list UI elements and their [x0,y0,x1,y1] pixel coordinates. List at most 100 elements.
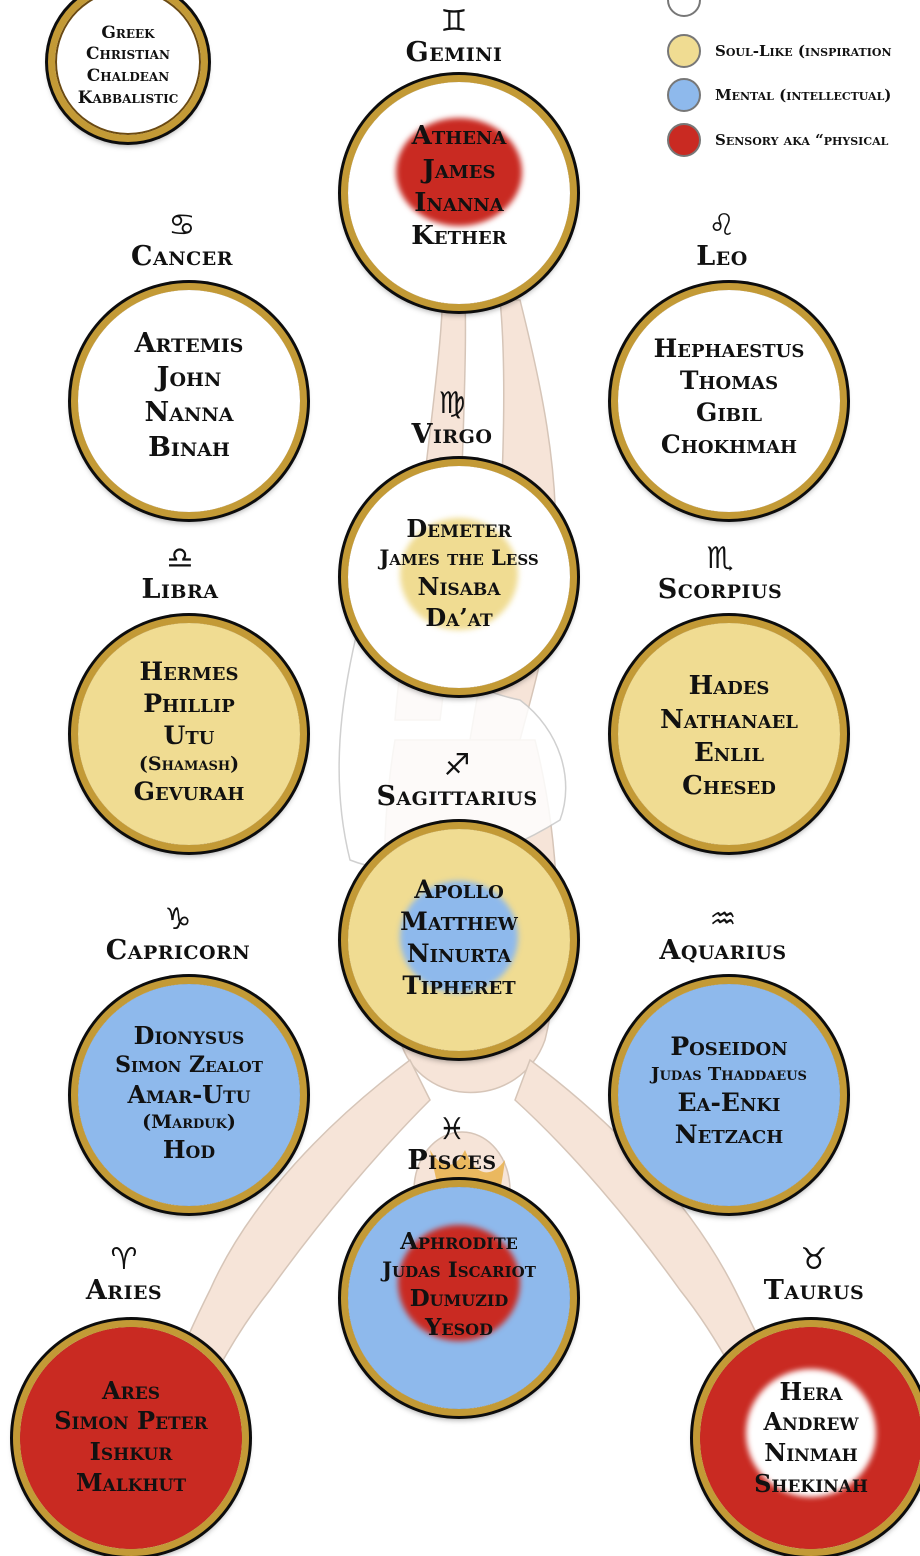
sign-label-cancer: ♋ Cancer [102,210,262,272]
legend-row-soul: Soul-Like (inspiration [667,31,892,71]
scorpius-icon: ♏ [706,541,734,576]
capricorn-icon: ♑ [164,902,192,937]
gemini-name-1: Athena [411,121,507,152]
gemini-name-2: James [422,154,496,185]
aquarius-icon: ♒ [709,902,737,937]
capricorn-name-3: Amar-Utu [127,1079,251,1109]
sign-label-taurus: ♉ Taurus [724,1244,904,1306]
legend-label-mental: Mental (intellectual) [715,86,892,104]
cancer-icon: ♋ [168,208,196,243]
sign-name-libra: Libra [141,574,219,605]
taurus-name-2: Andrew [763,1407,859,1437]
scorpius-name-4: Chesed [682,771,776,802]
leo-name-1: Hephaestus [653,334,805,363]
cancer-name-1: Artemis [134,327,244,359]
scorpius-name-3: Enlil [693,738,764,768]
legend-key-circle: Greek Christian Chaldean Kabbalistic [48,0,208,142]
leo-name-4: Chokhmah [660,430,798,459]
sign-name-aquarius: Aquarius [659,935,787,966]
disc-gemini: Athena James Inanna Kether [341,75,577,311]
virgo-name-4: Da’at [425,602,493,632]
sign-name-virgo: Virgo [411,419,493,450]
pisces-name-3: Dumuzid [409,1284,509,1312]
cancer-name-3: Nanna [144,397,234,428]
aquarius-name-3: Ea-Enki [677,1087,781,1117]
taurus-icon: ♉ [800,1242,828,1277]
aquarius-name-4: Netzach [674,1119,784,1149]
capricorn-name-1: Dionysus [133,1020,245,1050]
taurus-name-3: Ninmah [764,1438,858,1467]
aries-icon: ♈ [110,1242,138,1277]
libra-icon: ♎ [166,541,194,576]
pisces-icon: ♓ [438,1112,466,1147]
sign-name-gemini: Gemini [405,37,503,68]
aries-name-4: Malkhut [75,1467,187,1497]
sign-label-capricorn: ♑ Capricorn [68,904,288,966]
sign-name-pisces: Pisces [407,1145,497,1176]
sign-label-aquarius: ♒ Aquarius [618,904,828,966]
scorpius-name-2: Nathanael [660,704,798,735]
sign-label-gemini: ♊ Gemini [374,6,534,68]
sagittarius-name-4: Tipheret [402,971,516,1000]
legend-label-soul: Soul-Like (inspiration [715,42,892,60]
disc-pisces: Aphrodite Judas Iscariot Dumuzid Yesod [341,1180,577,1416]
libra-name-4: (Shamash) [138,752,240,775]
disc-taurus: Hera Andrew Ninmah Shekinah [693,1320,920,1556]
sign-name-taurus: Taurus [763,1275,865,1306]
disc-gemini-core [396,118,522,226]
virgo-name-2: James the Less [379,545,539,571]
capricorn-name-4: (Marduk) [142,1111,236,1134]
disc-scorpius: Hades Nathanael Enlil Chesed [611,616,847,852]
disc-aries: Ares Simon Peter Ishkur Malkhut [13,1320,249,1556]
aquarius-name-2: Judas Thaddaeus [651,1064,807,1086]
taurus-name-1: Hera [779,1376,843,1406]
legend-swatch-soul [667,34,701,68]
disc-pisces-core [398,1225,520,1341]
virgo-name-3: Nisaba [417,572,501,602]
capricorn-name-5: Hod [162,1134,216,1164]
disc-taurus-core [746,1369,876,1497]
aries-name-1: Ares [102,1375,160,1405]
pisces-name-2: Judas Iscariot [382,1256,536,1282]
key-line-christian: Christian [86,44,170,65]
leo-name-3: Gibil [695,398,763,427]
gemini-icon: ♊ [440,4,468,39]
legend-swatch-sensory [667,123,701,157]
aries-name-3: Ishkur [89,1437,173,1466]
sign-name-leo: Leo [696,241,748,272]
sign-label-virgo: ♍ Virgo [372,388,532,450]
gemini-name-3: Inanna [414,188,504,218]
sign-label-libra: ♎ Libra [100,543,260,605]
disc-aquarius: Poseidon Judas Thaddaeus Ea-Enki Netzach [611,977,847,1213]
capricorn-name-2: Simon Zealot [115,1052,263,1079]
libra-name-2: Phillip [143,688,235,718]
libra-name-3: Utu [163,720,215,750]
taurus-name-4: Shekinah [754,1468,868,1498]
disc-libra: Hermes Phillip Utu (Shamash) Gevurah [71,616,307,852]
legend-row-sensory: Sensory aka “physical [667,120,888,160]
leo-name-2: Thomas [679,366,779,395]
legend-swatch-mental [667,78,701,112]
leo-icon: ♌ [708,208,736,243]
pisces-name-4: Yesod [425,1314,493,1342]
virgo-icon: ♍ [438,386,466,421]
disc-virgo-core [400,518,518,630]
sign-label-leo: ♌ Leo [642,210,802,272]
sagittarius-name-1: Apollo [414,875,504,904]
key-line-kabbalistic: Kabbalistic [77,87,179,108]
legend-row-mental: Mental (intellectual) [667,75,891,115]
sagittarius-name-2: Matthew [400,907,518,936]
sagittarius-icon: ♐ [443,748,471,783]
gemini-name-4: Kether [411,221,507,252]
key-line-greek: Greek [101,22,155,43]
disc-sagittarius-core [400,881,518,993]
disc-capricorn: Dionysus Simon Zealot Amar-Utu (Marduk) … [71,977,307,1213]
disc-cancer: Artemis John Nanna Binah [71,283,307,519]
sign-name-sagittarius: Sagittarius [376,781,538,812]
key-line-chaldean: Chaldean [86,66,170,86]
sagittarius-name-3: Ninurta [406,939,512,968]
libra-name-1: Hermes [139,656,239,686]
legend-label-sensory: Sensory aka “physical [715,131,889,149]
sign-name-capricorn: Capricorn [105,935,251,966]
sign-name-scorpius: Scorpius [657,574,783,605]
